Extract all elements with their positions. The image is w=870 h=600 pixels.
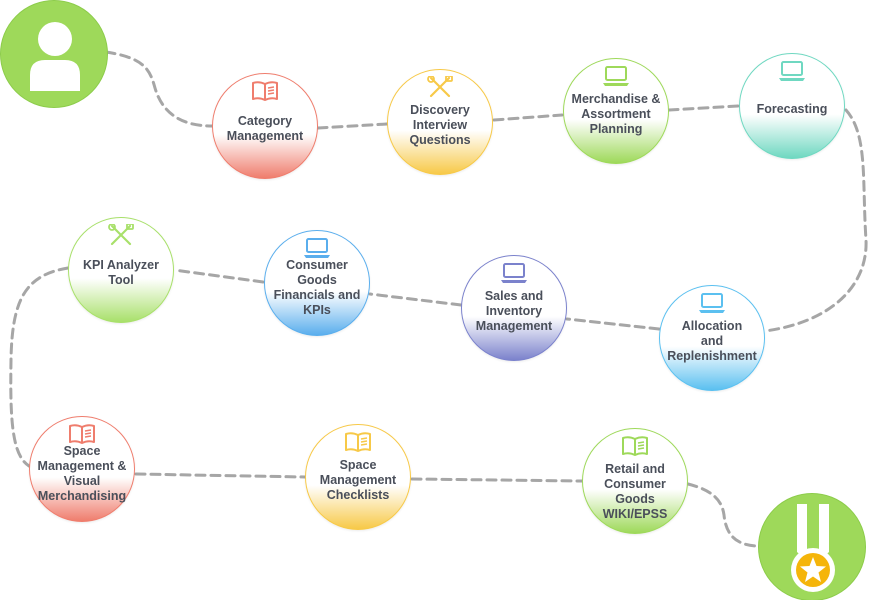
connector-start-to-category: [104, 50, 214, 128]
medal-star-icon: [783, 502, 843, 594]
step-label: Merchandise & Assortment Planning: [571, 91, 661, 136]
step-label: Allocation and Replenishment: [667, 318, 757, 363]
step-label: Space Management Checklists: [319, 457, 397, 502]
step-label: Sales and Inventory Management: [475, 288, 553, 333]
start-user-badge: [0, 0, 108, 108]
connector-space-to-checklists: [134, 472, 307, 479]
connector-sales-to-consumer: [368, 292, 463, 307]
tools-icon: [107, 224, 135, 246]
user-icon: [27, 19, 83, 91]
step-node-space-management-checklists: Space Management Checklists: [305, 424, 411, 530]
step-node-consumer-goods-financials-and-kpis: Consumer Goods Financials and KPIs: [264, 230, 370, 336]
book-icon: [68, 423, 96, 445]
tools-icon: [426, 76, 454, 98]
end-medal-badge: [758, 493, 866, 600]
step-node-allocation-and-replenishment: Allocation and Replenishment: [659, 285, 765, 391]
step-label: Category Management: [226, 114, 304, 143]
book-icon: [621, 435, 649, 457]
step-node-category-management: Category Management: [212, 73, 318, 179]
step-label: Discovery Interview Questions: [409, 102, 471, 147]
laptop-icon: [698, 292, 726, 314]
step-label: Forecasting: [756, 101, 828, 116]
step-label: Consumer Goods Financials and KPIs: [273, 258, 361, 317]
step-node-retail-consumer-goods-wiki-epss: Retail and Consumer Goods WIKI/EPSS: [582, 428, 688, 534]
step-node-sales-and-inventory-management: Sales and Inventory Management: [461, 255, 567, 361]
step-node-kpi-analyzer-tool: KPI Analyzer Tool: [68, 217, 174, 323]
connector-category-to-discovery: [316, 122, 389, 130]
book-icon: [344, 431, 372, 453]
step-node-forecasting: Forecasting: [739, 53, 845, 159]
connector-discovery-to-merchandise: [492, 113, 564, 122]
step-node-space-management-visual-merchandising: Space Management & Visual Merchandising: [29, 416, 135, 522]
laptop-icon: [778, 60, 806, 82]
laptop-icon: [500, 262, 528, 284]
step-label: Retail and Consumer Goods WIKI/EPSS: [602, 461, 668, 521]
book-icon: [251, 80, 279, 102]
connector-merchandise-to-forecasting: [667, 104, 740, 112]
connector-kpi-to-space: [9, 266, 70, 468]
connector-checklists-to-wiki: [410, 477, 584, 483]
step-node-discovery-interview-questions: Discovery Interview Questions: [387, 69, 493, 175]
laptop-icon: [602, 65, 630, 87]
connector-allocation-to-sales: [565, 317, 661, 331]
connector-wiki-to-end: [686, 482, 759, 548]
step-node-merchandise-assortment-planning: Merchandise & Assortment Planning: [563, 58, 669, 164]
step-label: KPI Analyzer Tool: [83, 258, 159, 287]
laptop-icon: [303, 237, 331, 259]
connector-consumer-to-kpi: [172, 268, 265, 284]
connector-forecasting-to-allocation: [763, 108, 868, 333]
step-label: Space Management & Visual Merchandising: [37, 444, 127, 503]
